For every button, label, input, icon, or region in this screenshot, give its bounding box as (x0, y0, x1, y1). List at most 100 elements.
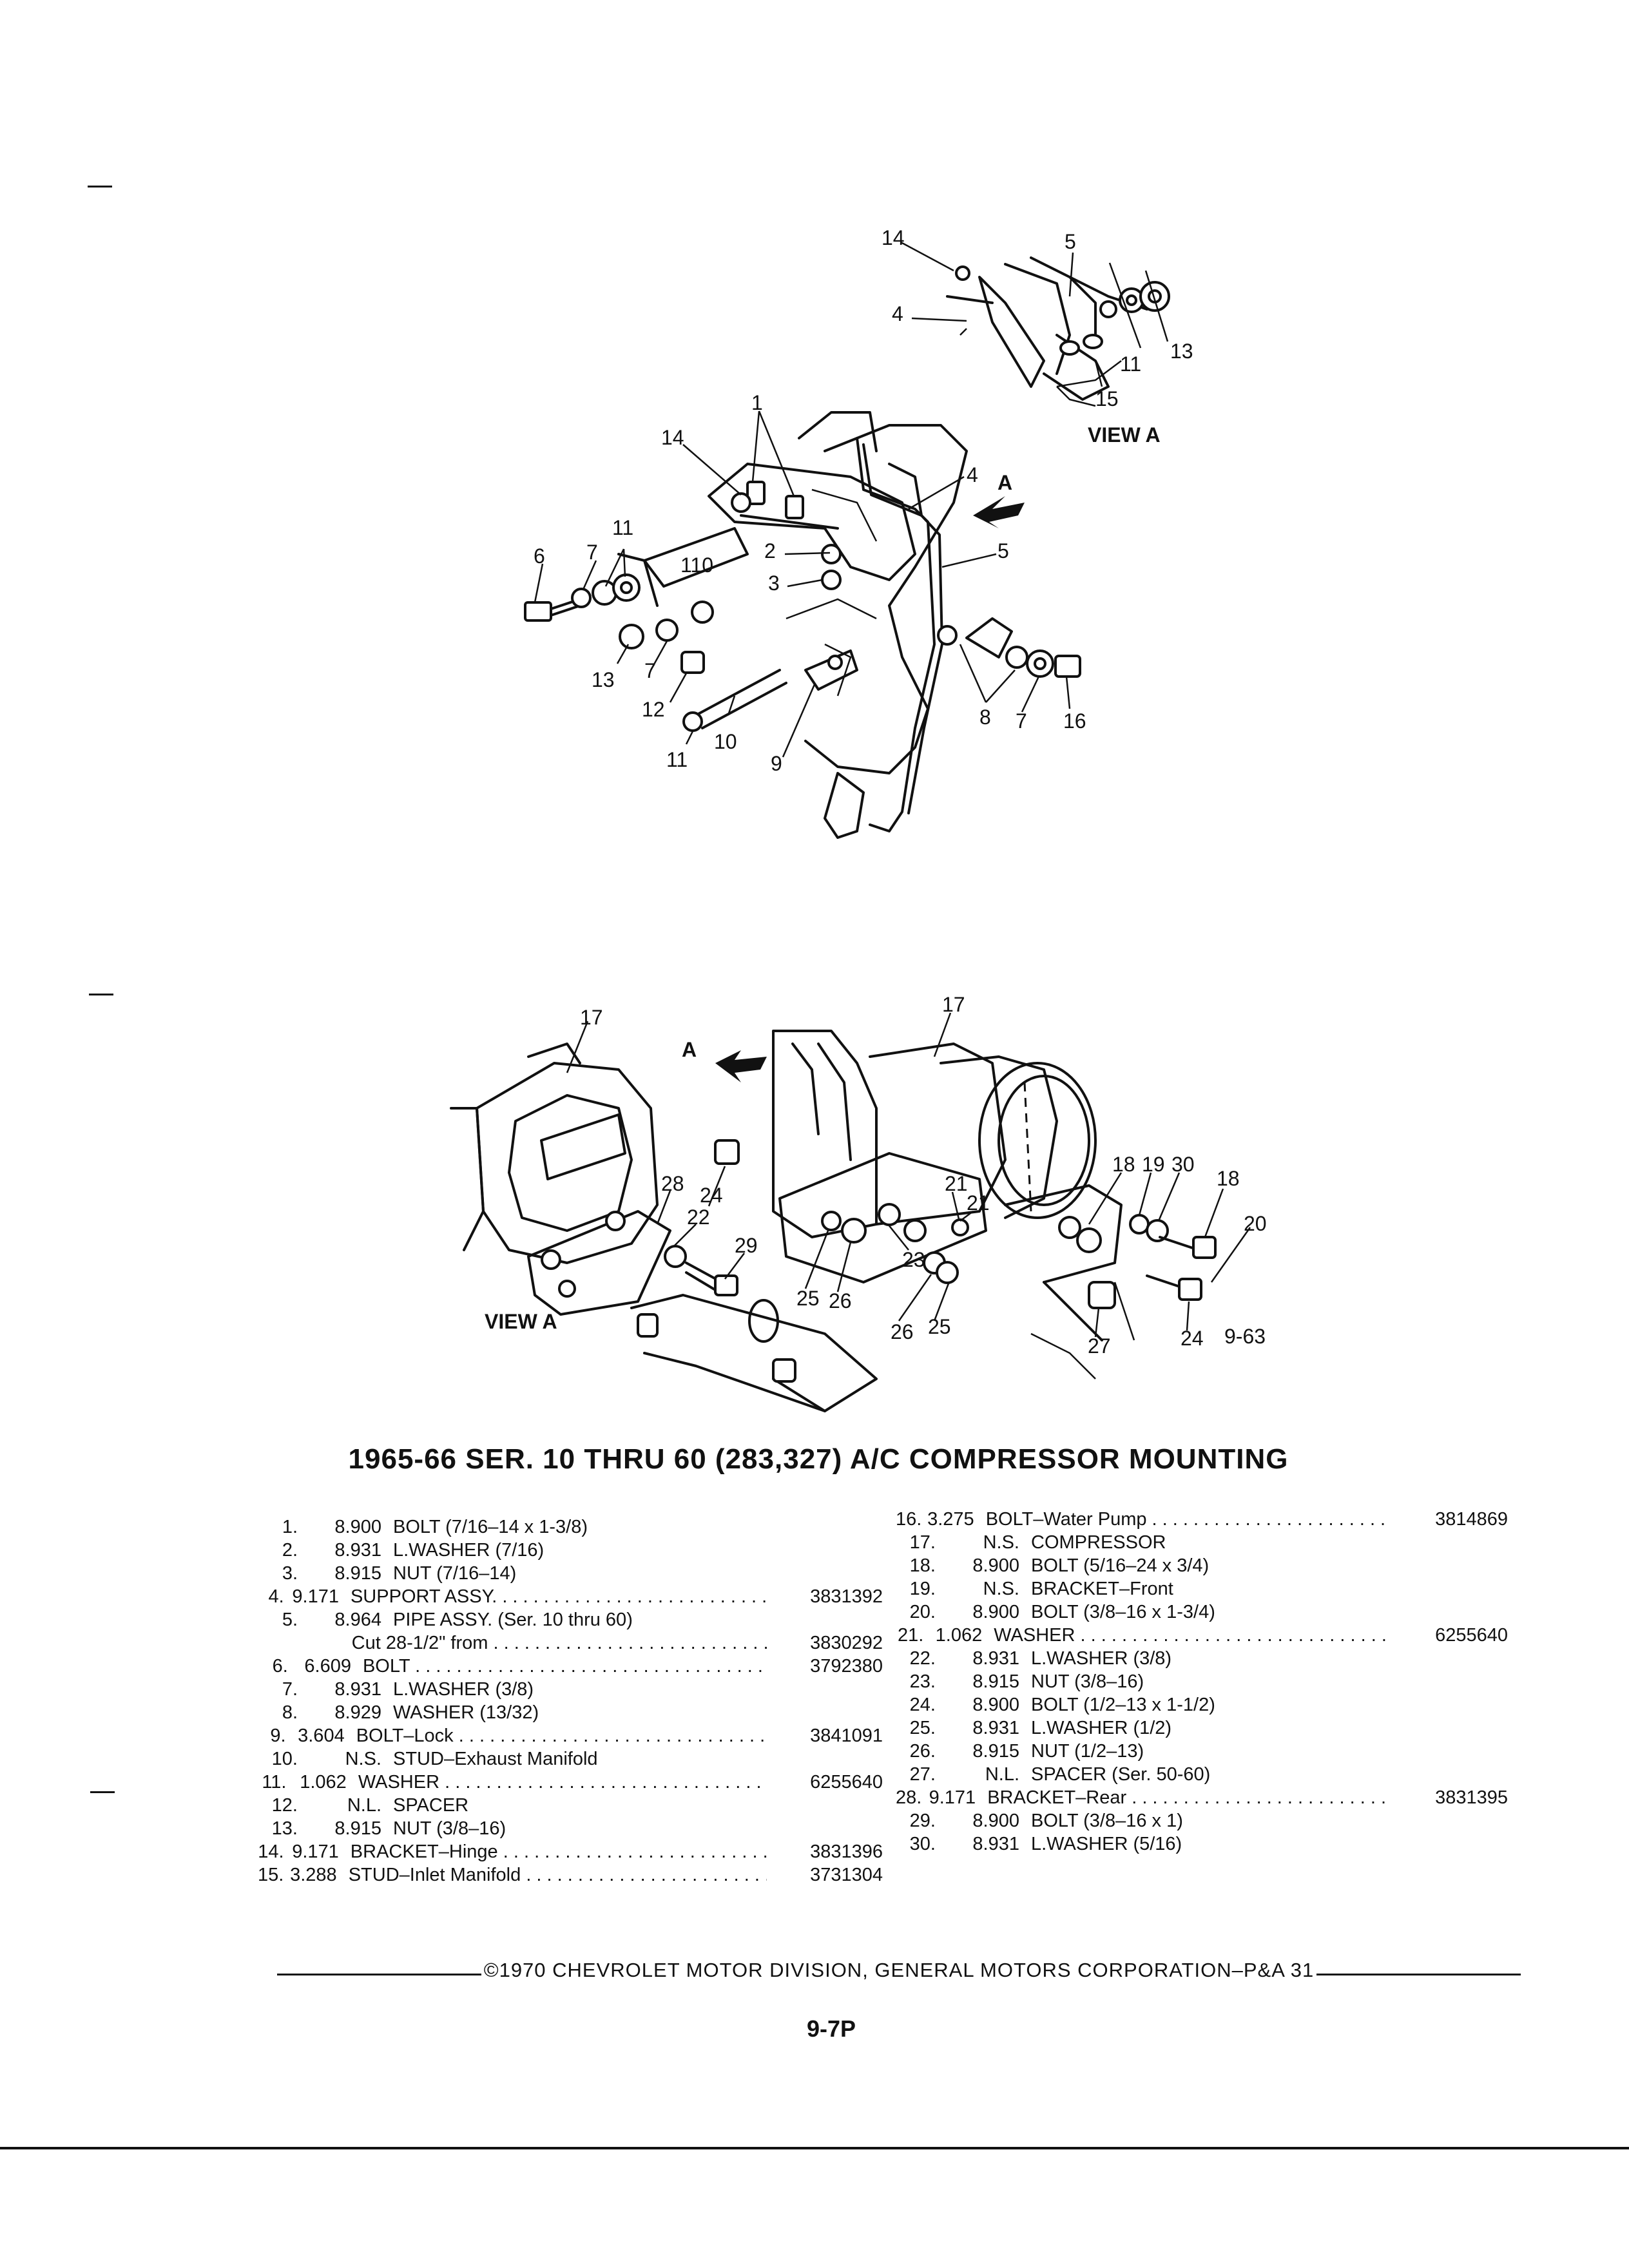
part-number: 3831396 (810, 1841, 883, 1862)
part-group-code: 8.915 (334, 1563, 381, 1584)
margin-mark (90, 1791, 115, 1793)
part-number: 3830292 (810, 1633, 883, 1653)
part-group-code: 8.964 (334, 1610, 381, 1630)
callout-number: 20 (1244, 1212, 1267, 1235)
callout-number: 23 (902, 1248, 925, 1271)
callout-number: 9 (771, 752, 782, 775)
part-description: BOLT (3/8–16 x 1-3/4) (1031, 1602, 1215, 1622)
part-description: BOLT (7/16–14 x 1-3/8) (393, 1517, 588, 1537)
callout-number: 7 (1016, 709, 1027, 733)
part-description: STUD–Inlet Manifold (349, 1863, 767, 1887)
part-index: 11. (262, 1772, 287, 1792)
callout-number: 13 (592, 668, 615, 691)
callout-number: 14 (661, 426, 684, 449)
footer-rule-right (1316, 1973, 1521, 1975)
part-index: 25. (909, 1718, 936, 1738)
callout-number: 15 (1095, 387, 1119, 410)
part-group-code: 8.915 (334, 1818, 381, 1839)
callout-number: 26 (829, 1289, 852, 1312)
part-description: Cut 28-1/2" from (352, 1631, 767, 1655)
part-description: NUT (7/16–14) (393, 1563, 517, 1584)
part-index: 24. (909, 1695, 936, 1715)
callout-number: 14 (882, 226, 905, 249)
callout-number: 16 (1063, 709, 1086, 733)
part-group-code: 8.900 (972, 1811, 1019, 1831)
part-index: 10. (271, 1749, 298, 1769)
callout-number: 22 (687, 1206, 710, 1229)
part-index: 26. (909, 1741, 936, 1762)
part-description: NUT (1/2–13) (1031, 1741, 1144, 1762)
footer-rule-left (277, 1973, 481, 1975)
part-description: NUT (3/8–16) (1031, 1671, 1144, 1692)
part-group-code: 3.288 (290, 1865, 337, 1885)
part-index: 6. (272, 1656, 288, 1677)
page-title: 1965-66 SER. 10 THRU 60 (283,327) A/C CO… (348, 1443, 1289, 1475)
part-group-code: N.S. (345, 1749, 381, 1769)
part-group-code: 8.931 (972, 1648, 1019, 1669)
part-number: 3841091 (810, 1725, 883, 1746)
part-group-code: N.S. (983, 1579, 1019, 1599)
part-description: WASHER (994, 1624, 1392, 1647)
figure-id: 9-63 (1224, 1325, 1266, 1348)
part-group-code: 3.275 (927, 1509, 974, 1530)
part-group-code: N.L. (347, 1795, 381, 1816)
part-group-code: 8.931 (972, 1834, 1019, 1854)
callout-number: 7 (586, 541, 598, 564)
part-number: 3814869 (1435, 1509, 1508, 1530)
part-description: COMPRESSOR (1031, 1532, 1166, 1553)
part-index: 18. (909, 1555, 936, 1576)
part-index: 7. (282, 1679, 298, 1700)
callout-number: 7 (644, 659, 656, 682)
part-number: 3831392 (810, 1586, 883, 1607)
part-group-code: 9.171 (292, 1586, 339, 1607)
part-index: 5. (282, 1610, 298, 1630)
callout-number: 17 (942, 993, 965, 1016)
part-index: 14. (258, 1841, 284, 1862)
part-group-code: 6.609 (304, 1656, 351, 1677)
part-index: 1. (282, 1517, 298, 1537)
callout-number: 8 (979, 706, 991, 729)
part-description: BRACKET–Rear (987, 1786, 1392, 1809)
callout-number: 4 (892, 302, 903, 325)
part-group-code: 8.931 (334, 1679, 381, 1700)
callout-number: 13 (1170, 340, 1193, 363)
part-group-code: 8.900 (972, 1555, 1019, 1576)
callout-number: 27 (1088, 1334, 1111, 1358)
part-description: BRACKET–Front (1031, 1579, 1173, 1599)
callout-number: 6 (534, 544, 545, 568)
part-description: L.WASHER (7/16) (393, 1540, 545, 1561)
part-description: L.WASHER (1/2) (1031, 1718, 1172, 1738)
part-index: 15. (258, 1865, 284, 1885)
part-index: 13. (271, 1818, 298, 1839)
part-group-code: 1.062 (935, 1625, 983, 1646)
callout-number: 11 (1120, 352, 1141, 376)
part-description: BOLT–Lock (356, 1724, 767, 1747)
callout-number: 4 (967, 463, 978, 486)
part-index: 21. (898, 1625, 924, 1646)
part-group-code: 8.931 (972, 1718, 1019, 1738)
part-description: BOLT (1/2–13 x 1-1/2) (1031, 1695, 1215, 1715)
part-index: 29. (909, 1811, 936, 1831)
part-index: 8. (282, 1702, 298, 1723)
callout-number: 25 (928, 1315, 951, 1338)
view-a-label-top: VIEW A (1088, 423, 1161, 447)
part-description: L.WASHER (3/8) (1031, 1648, 1172, 1669)
part-description: STUD–Exhaust Manifold (393, 1749, 598, 1769)
